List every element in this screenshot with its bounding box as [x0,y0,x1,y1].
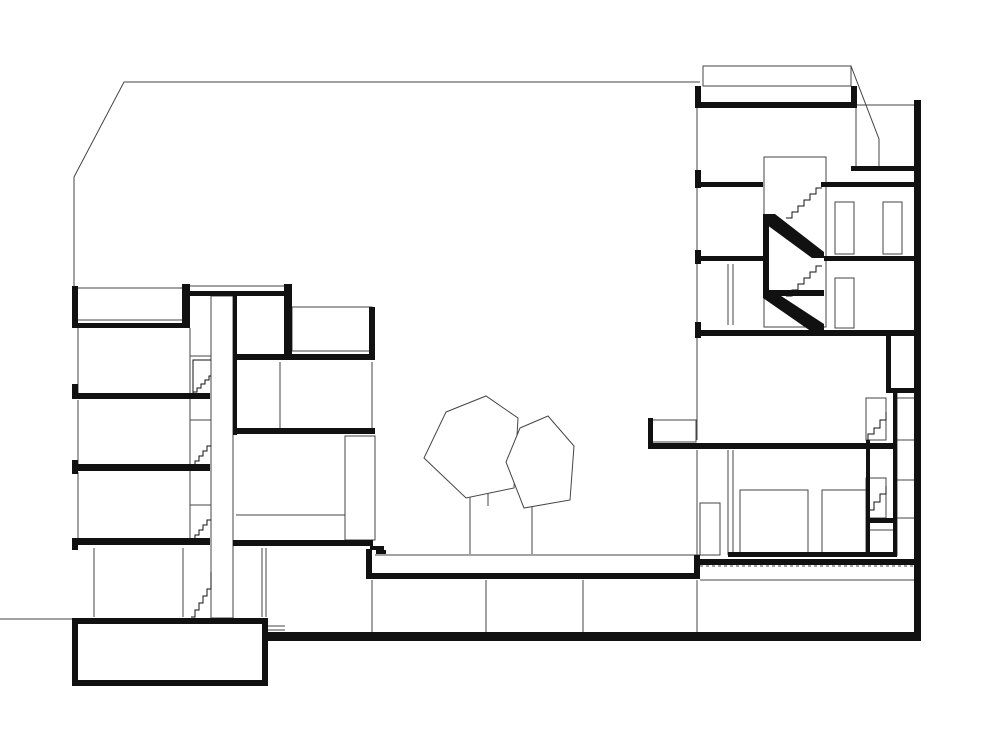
stair-flights [191,187,887,618]
left-roof-slab [72,286,78,328]
envelope-outline [73,81,700,288]
thin-linework [0,65,917,632]
tree-right [505,415,575,554]
left-terrace-box [291,306,373,352]
courtyard-trees [423,395,575,554]
left-basement-wall [72,618,268,624]
right-roof-box [702,65,852,87]
tree-left [423,395,519,554]
structural-poche [72,86,921,686]
floor-slab [72,393,210,399]
right-roof-slab [695,86,701,108]
door [834,201,855,255]
basement-slab [366,549,372,579]
left-stair-core [210,295,234,619]
